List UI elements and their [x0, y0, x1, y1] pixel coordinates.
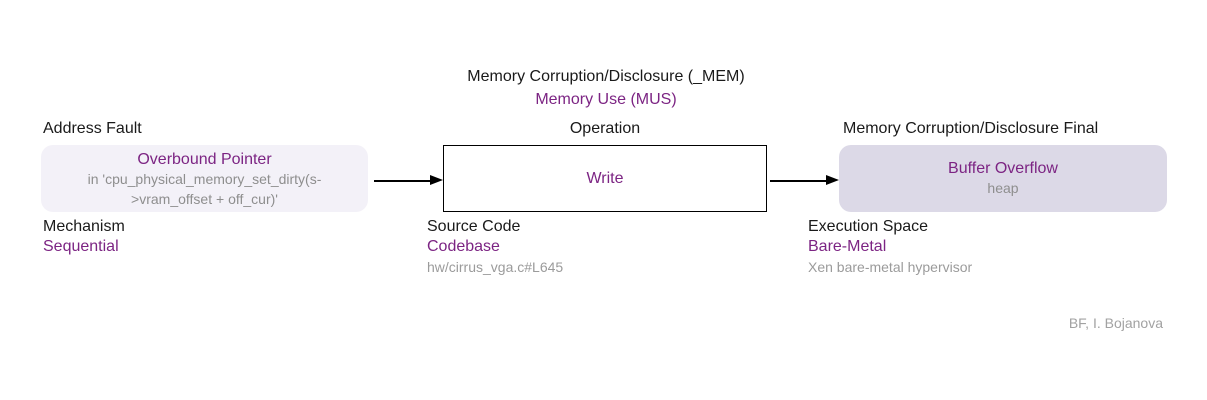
cause-heading: Address Fault — [43, 120, 142, 137]
arrowhead-right-icon — [430, 175, 443, 186]
consequence-box: Buffer Overflow heap — [839, 145, 1167, 212]
cause-box-detail-line1: in 'cpu_physical_memory_set_dirty(s- — [87, 171, 322, 187]
source-code-label: Source Code — [427, 218, 521, 235]
consequence-box-title: Buffer Overflow — [948, 159, 1058, 177]
arrow-cause-to-operation-line — [374, 180, 431, 182]
mechanism-value: Sequential — [43, 238, 119, 255]
source-code-value: Codebase — [427, 238, 500, 255]
operation-box-title: Write — [586, 169, 624, 187]
arrowhead-right-icon — [826, 175, 839, 186]
execution-space-detail: Xen bare-metal hypervisor — [808, 259, 973, 275]
consequence-heading: Memory Corruption/Disclosure Final — [843, 120, 1099, 137]
cause-box-title: Overbound Pointer — [137, 151, 272, 168]
consequence-box-detail: heap — [987, 179, 1019, 196]
cause-box: Overbound Pointer in 'cpu_physical_memor… — [41, 145, 368, 212]
cause-box-detail-line2: >vram_offset + off_cur)' — [131, 190, 278, 207]
execution-space-label: Execution Space — [808, 218, 929, 235]
operation-box: Write — [443, 145, 767, 212]
class-heading: Memory Corruption/Disclosure (_MEM) — [467, 68, 745, 85]
source-code-detail: hw/cirrus_vga.c#L645 — [427, 259, 564, 275]
execution-space-value: Bare-Metal — [808, 238, 887, 255]
mechanism-label: Mechanism — [43, 218, 125, 235]
credit-text: BF, I. Bojanova — [1068, 315, 1163, 331]
arrow-operation-to-consequence-line — [770, 180, 827, 182]
type-heading: Memory Use (MUS) — [535, 91, 677, 108]
operation-heading: Operation — [569, 120, 641, 137]
